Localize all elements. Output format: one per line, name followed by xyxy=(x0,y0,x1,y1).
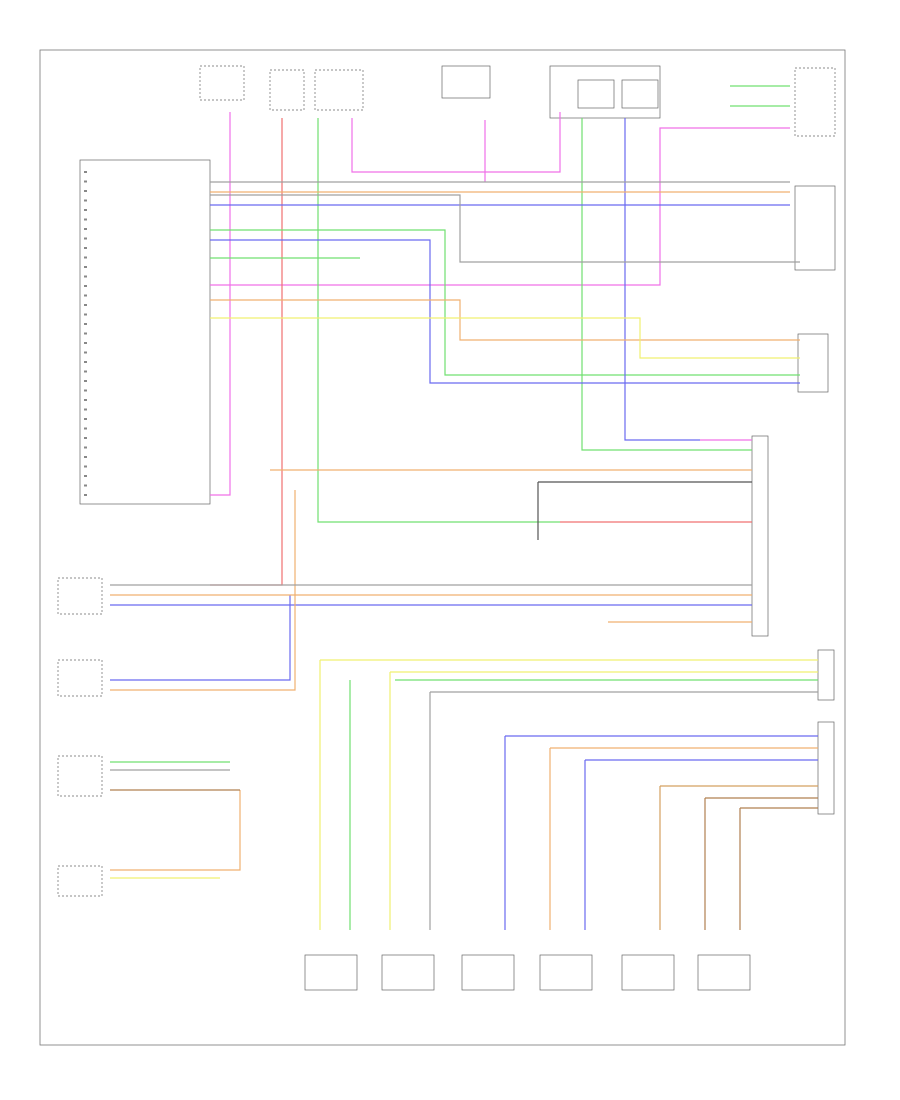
wire-green-3 xyxy=(210,229,800,376)
wire-gray-3 xyxy=(429,691,818,930)
connector-pins xyxy=(84,171,87,496)
left-component-2 xyxy=(57,577,103,615)
wire-blue-1 xyxy=(210,239,800,384)
wire-gray-1 xyxy=(210,194,800,263)
wire-dark-1 xyxy=(537,481,752,540)
bottom-component-2 xyxy=(381,954,435,991)
wire-green-6 xyxy=(210,257,818,681)
connector-pin xyxy=(84,247,87,249)
wire-yellow-2 xyxy=(319,659,818,930)
connector-pin xyxy=(84,399,87,401)
wires xyxy=(110,85,818,930)
connector-pin xyxy=(84,494,87,496)
wire-orange-1 xyxy=(210,299,800,341)
bottom-component-1 xyxy=(304,954,358,991)
connector-pin xyxy=(84,256,87,259)
left-component-3 xyxy=(57,659,103,697)
connector-pin xyxy=(84,294,87,297)
left-control-module xyxy=(57,159,211,897)
connector-pin xyxy=(84,228,87,230)
wire-green-2 xyxy=(581,118,752,451)
bottom-component-4 xyxy=(539,954,593,991)
right-connector-2 xyxy=(817,649,835,701)
connector-pin xyxy=(84,456,87,458)
connector-pin xyxy=(84,171,87,173)
connector-pin xyxy=(84,199,87,202)
connector-pin xyxy=(84,209,87,211)
connector-pin xyxy=(84,475,87,477)
connector-pin xyxy=(84,313,87,316)
wire-orange-4 xyxy=(110,490,296,691)
connector-pin xyxy=(84,266,87,268)
bottom-component-5 xyxy=(621,954,675,991)
connector-pin xyxy=(84,180,87,183)
wire-blue-2 xyxy=(624,118,700,441)
connector-pin xyxy=(84,275,87,278)
connector-pin xyxy=(84,351,87,354)
wire-blue-6 xyxy=(584,759,818,930)
connector-pin xyxy=(84,446,87,449)
bottom-component-3 xyxy=(461,954,515,991)
connector-pin xyxy=(84,484,87,487)
connector-pin xyxy=(84,427,87,430)
wire-red-1 xyxy=(210,118,283,586)
top-module-relay-1 xyxy=(577,79,615,109)
connector-pin xyxy=(84,380,87,382)
connector-pin xyxy=(84,342,87,344)
wire-orange-5 xyxy=(110,790,241,871)
left-component-4 xyxy=(57,755,103,797)
top-fuse-box-1 xyxy=(199,65,245,101)
connector-pin xyxy=(84,465,87,468)
main-control-unit xyxy=(79,159,211,505)
connector-pin xyxy=(84,332,87,335)
wire-pink-1 xyxy=(210,112,231,496)
wire-yellow-1 xyxy=(210,317,800,359)
connector-pin xyxy=(84,237,87,240)
right-component-1 xyxy=(794,185,836,271)
top-fuse-box-3 xyxy=(314,69,364,111)
connector-pin xyxy=(84,408,87,411)
connector-pin xyxy=(84,418,87,420)
connector-pin xyxy=(84,323,87,325)
bottom-components xyxy=(304,954,751,991)
wire-brown-2 xyxy=(739,807,818,930)
connector-pin xyxy=(84,218,87,221)
top-switch-box xyxy=(441,65,491,99)
wire-pink-2 xyxy=(210,127,790,286)
bottom-component-6 xyxy=(697,954,751,991)
top-fuse-box-2 xyxy=(269,69,305,111)
wire-tan-1 xyxy=(659,785,818,930)
wire-blue-4 xyxy=(110,595,291,681)
top-components xyxy=(199,65,836,137)
connector-pin xyxy=(84,190,87,192)
wire-yellow-3 xyxy=(389,671,818,930)
top-module-relay-2 xyxy=(621,79,659,109)
connector-pin xyxy=(84,361,87,363)
connector-pin xyxy=(84,304,87,306)
wire-orange-7 xyxy=(549,747,818,930)
right-components xyxy=(751,185,836,815)
wire-green-1 xyxy=(317,118,560,523)
diagram-frame xyxy=(39,49,846,1046)
wire-brown-1 xyxy=(704,797,818,930)
connector-pin xyxy=(84,370,87,373)
right-connector xyxy=(751,435,769,637)
connector-pin xyxy=(84,437,87,439)
connector-pin xyxy=(84,285,87,287)
connector-pin xyxy=(84,389,87,392)
wire-blue-5 xyxy=(504,735,818,930)
left-component-5 xyxy=(57,865,103,897)
top-right-switch xyxy=(794,67,836,137)
right-component-2 xyxy=(797,333,829,393)
wire-pink-3 xyxy=(351,112,561,173)
right-connector-3 xyxy=(817,721,835,815)
